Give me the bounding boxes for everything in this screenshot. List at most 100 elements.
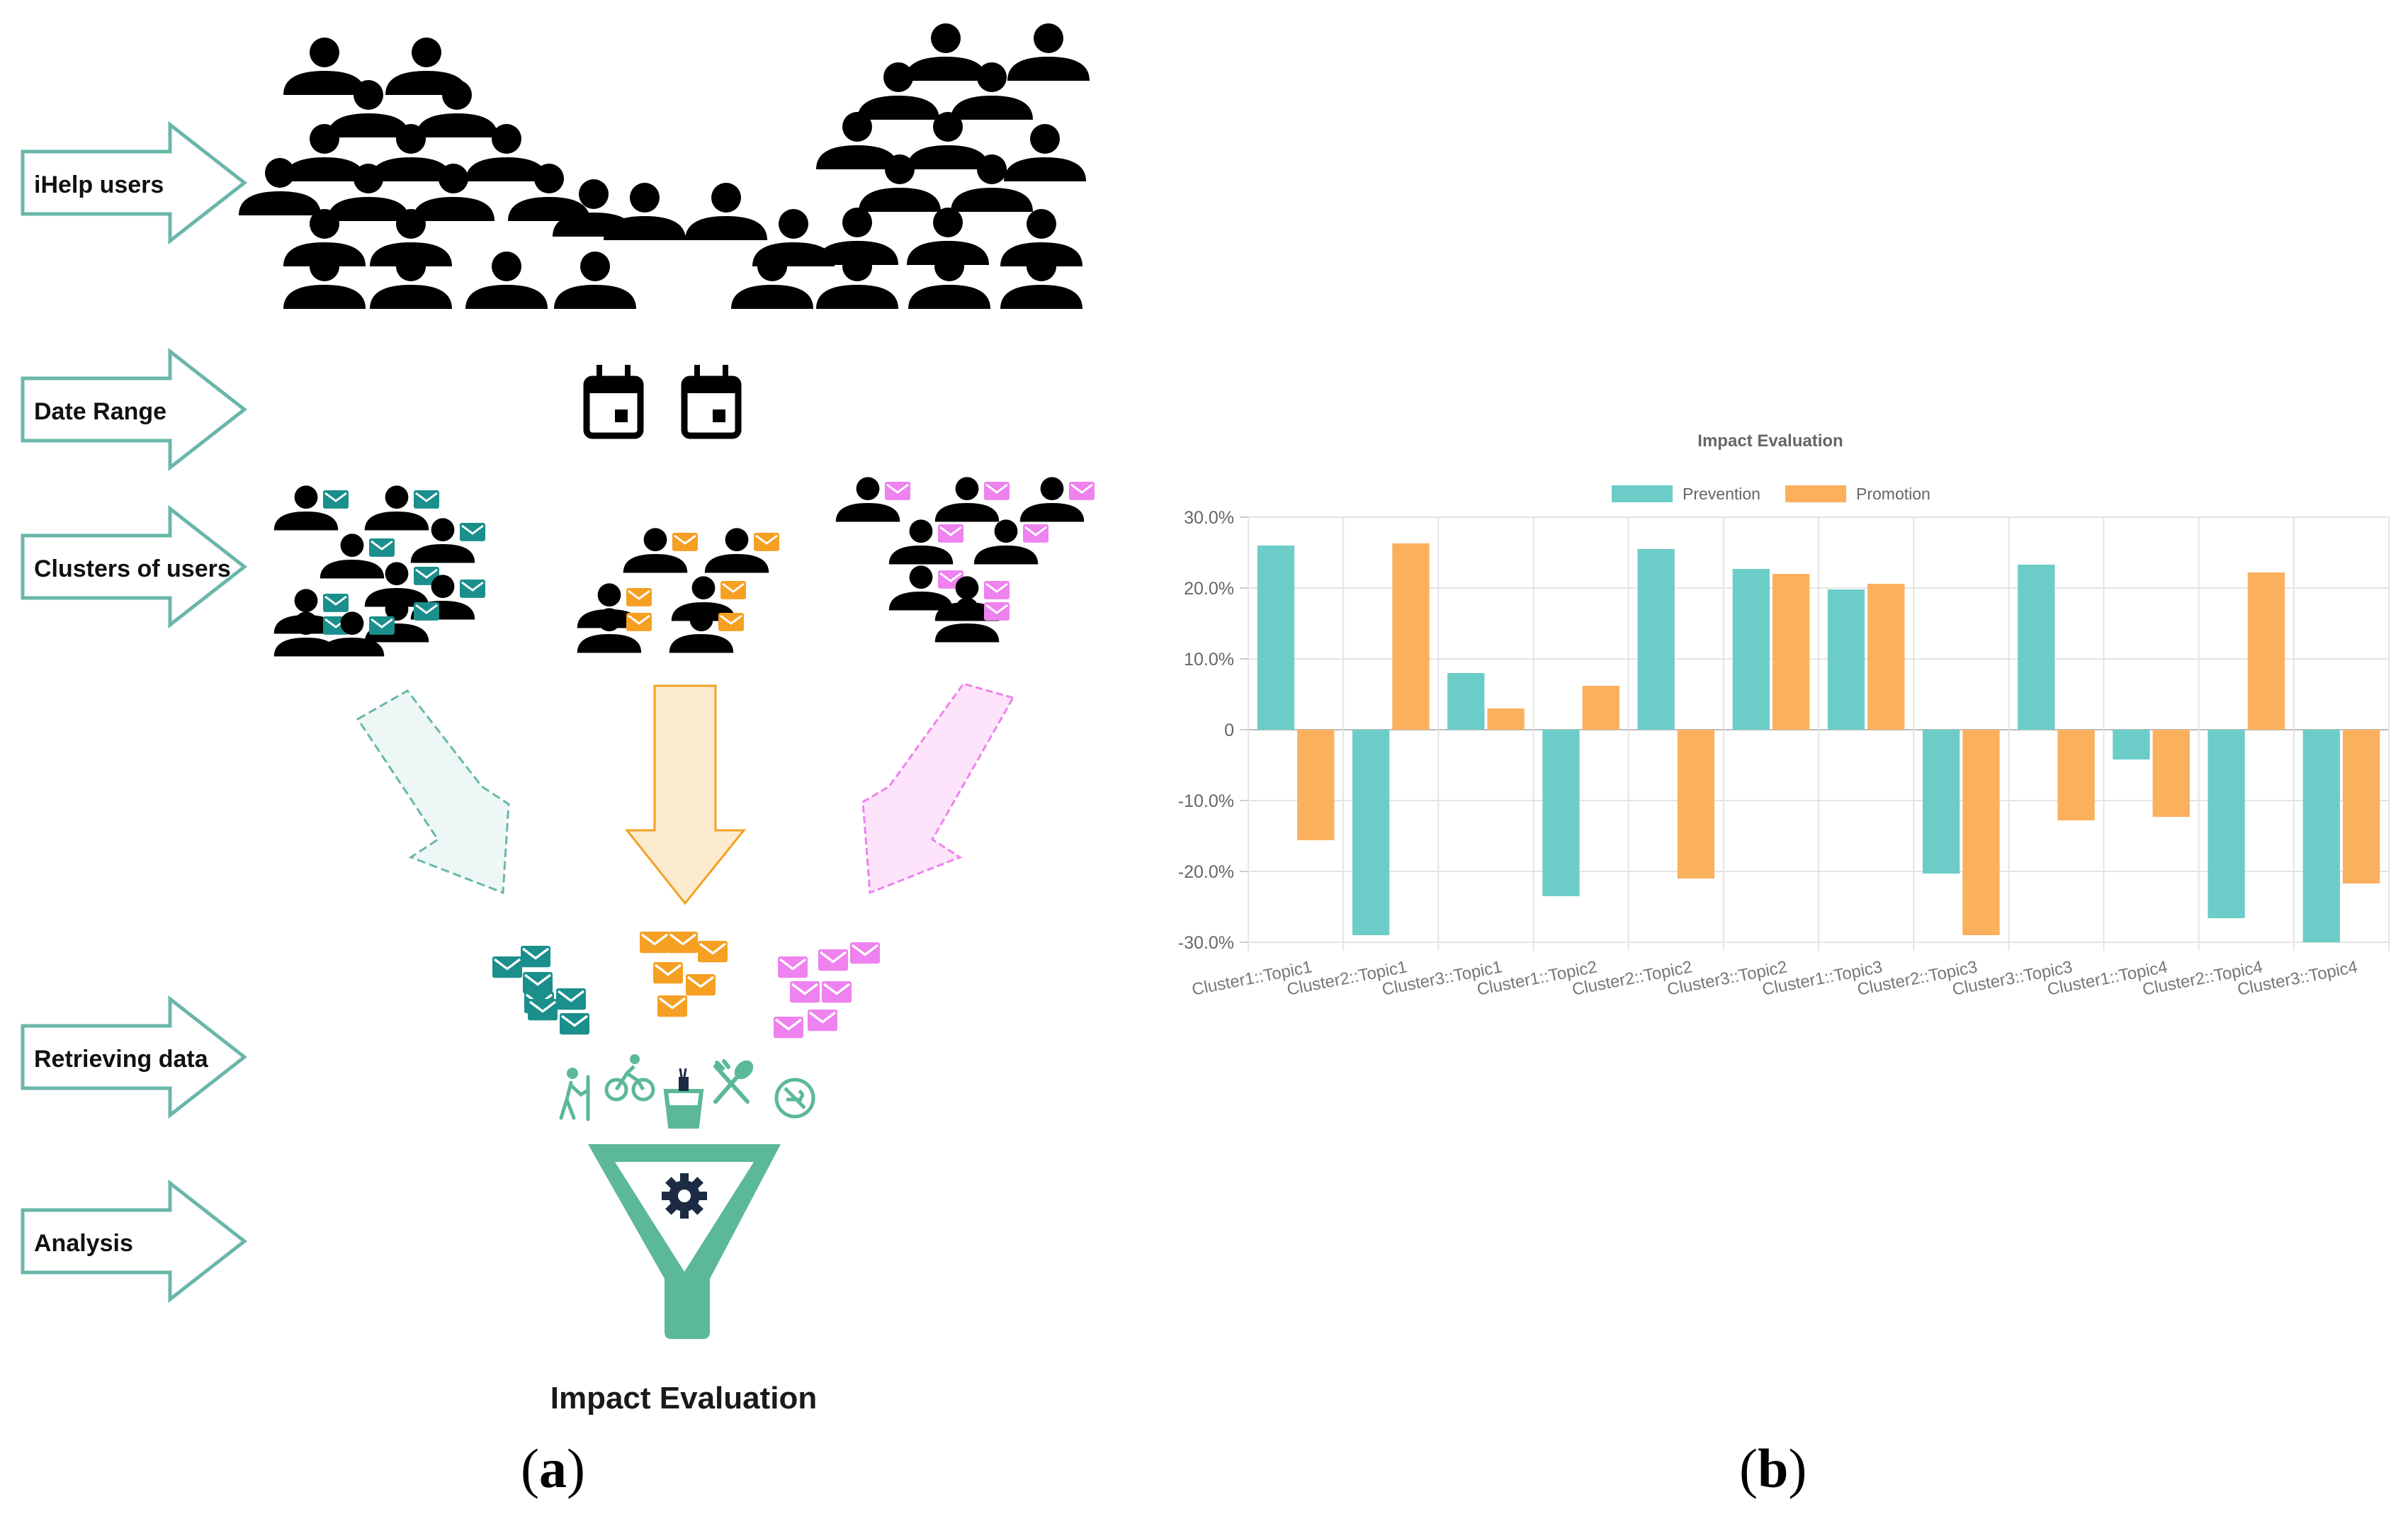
person-icon	[1007, 23, 1090, 81]
person-icon	[731, 252, 813, 309]
envelope-icon	[720, 581, 746, 599]
user-clusters	[273, 477, 1095, 657]
bar-promotion	[1867, 584, 1905, 730]
envelope-icon	[556, 988, 586, 1010]
cluster-3-users	[835, 477, 1095, 643]
envelope-icon	[774, 1017, 803, 1039]
person-icon	[508, 164, 590, 221]
envelope-icon	[369, 538, 395, 557]
date-range-calendars	[583, 365, 742, 439]
legend-label: Prevention	[1683, 485, 1760, 503]
drink-icon	[663, 1068, 704, 1129]
cluster-3-messages	[774, 942, 880, 1039]
bar-promotion	[1772, 574, 1810, 730]
envelope-icon	[790, 981, 820, 1003]
person-icon	[239, 158, 321, 215]
stage-label: Analysis	[34, 1230, 133, 1257]
cluster-2-messages	[640, 932, 728, 1017]
person-icon	[669, 608, 734, 653]
envelope-icon	[323, 594, 349, 612]
person-icon	[623, 528, 688, 573]
envelope-icon	[626, 588, 652, 606]
envelope-icon	[523, 972, 553, 994]
person-icon	[364, 485, 429, 531]
person-icon	[934, 597, 1000, 643]
envelope-icon	[521, 946, 550, 968]
cluster-1-messages	[492, 946, 589, 1035]
stage-arrow-shape	[21, 120, 248, 245]
panel-b-letter: b	[1757, 1437, 1789, 1499]
person-icon	[908, 252, 990, 309]
envelope-icon	[528, 999, 558, 1021]
person-icon	[320, 533, 385, 579]
cluster-1-users	[273, 485, 485, 657]
stage-arrow-shape	[21, 347, 248, 472]
cutlery-icon	[713, 1059, 754, 1104]
envelope-icon	[626, 613, 652, 631]
person-icon	[816, 252, 898, 309]
envelope-icon	[657, 995, 687, 1017]
bar-prevention	[1827, 589, 1865, 730]
y-tick-label: 20.0%	[1184, 579, 1234, 599]
person-icon	[577, 608, 642, 653]
person-icon	[1004, 124, 1086, 181]
person-icon	[685, 183, 767, 240]
bar-prevention	[1352, 730, 1390, 935]
bar-prevention	[1447, 673, 1485, 730]
envelope-icon	[460, 580, 485, 598]
person-icon	[907, 112, 989, 169]
cluster-2-users	[577, 528, 779, 653]
envelope-icon	[560, 1013, 589, 1035]
cluster-flow-arrows	[356, 682, 1015, 905]
person-icon	[554, 252, 636, 309]
person-icon	[283, 124, 366, 181]
person-icon	[320, 611, 385, 657]
stage-arrow: Retrieving data	[21, 995, 248, 1119]
legend-swatch	[1612, 485, 1673, 502]
person-icon	[465, 252, 548, 309]
person-icon	[465, 124, 548, 181]
cycling-icon	[604, 1054, 655, 1102]
envelope-icon	[938, 524, 963, 543]
person-icon	[934, 477, 1000, 522]
bar-prevention	[1922, 730, 1960, 874]
envelope-icon	[668, 932, 698, 954]
envelope-icon	[460, 523, 485, 541]
panel-a-label: (a)	[521, 1437, 585, 1499]
bar-promotion	[2247, 572, 2285, 730]
person-icon	[888, 519, 954, 565]
envelope-icon	[686, 974, 716, 996]
bar-promotion	[1962, 730, 2000, 935]
bar-promotion	[2342, 730, 2380, 883]
bar-promotion	[1582, 686, 1620, 730]
calendar-icon	[583, 365, 644, 439]
cluster-3-flow-arrow	[861, 682, 1015, 895]
person-icon	[327, 164, 409, 221]
person-icon	[857, 62, 939, 120]
envelope-icon	[323, 490, 349, 509]
person-icon	[416, 80, 498, 137]
envelope-icon	[492, 956, 522, 978]
person-icon	[1000, 252, 1083, 309]
person-icon	[859, 154, 941, 212]
person-icon	[951, 154, 1033, 212]
person-icon	[283, 38, 366, 95]
y-tick-label: 30.0%	[1184, 508, 1234, 528]
bar-prevention	[2113, 730, 2150, 759]
envelope-icon	[1023, 524, 1048, 543]
legend-swatch	[1785, 485, 1846, 502]
stage-label: Retrieving data	[34, 1046, 209, 1073]
person-icon	[283, 252, 366, 309]
bar-prevention	[2302, 730, 2340, 942]
bar-prevention	[2208, 730, 2245, 918]
envelope-icon	[984, 482, 1010, 500]
envelope-icon	[822, 981, 852, 1003]
person-icon	[327, 80, 409, 137]
person-icon	[604, 183, 686, 240]
y-tick-label: -10.0%	[1178, 791, 1234, 811]
bar-promotion	[1392, 543, 1430, 730]
envelope-icon	[984, 602, 1010, 621]
